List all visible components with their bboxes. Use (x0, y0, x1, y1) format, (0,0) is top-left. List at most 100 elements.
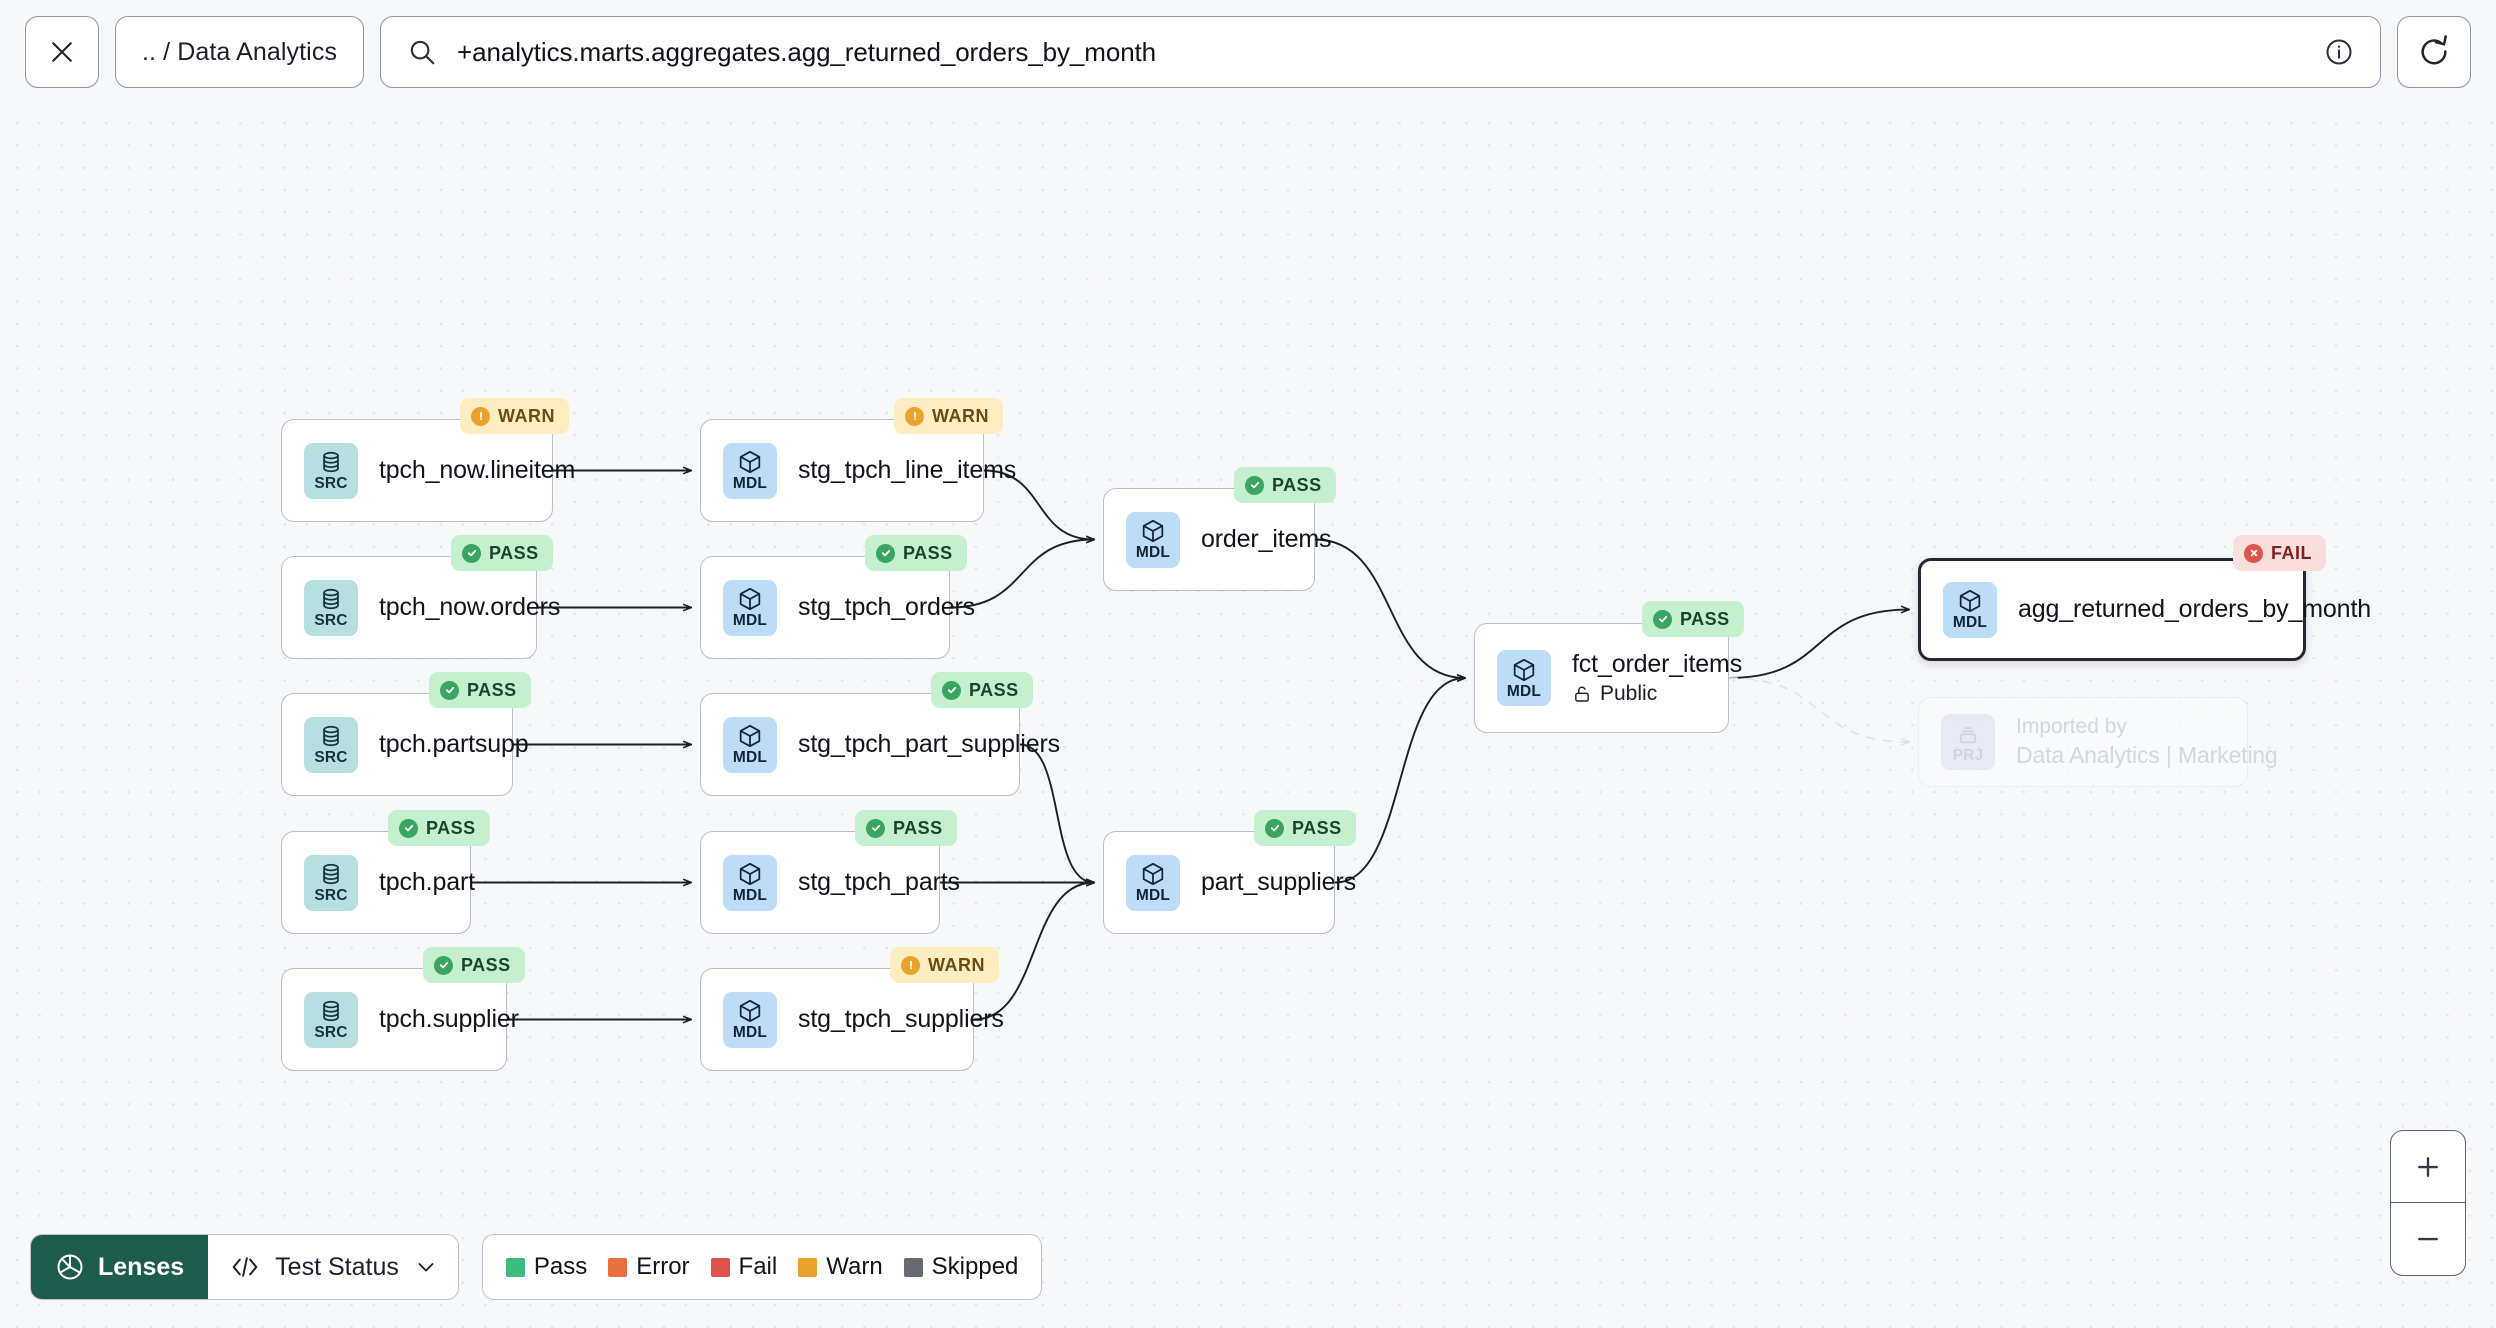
node-title: stg_tpch_suppliers (798, 1005, 1004, 1033)
node-visibility-label: Public (1600, 682, 1658, 705)
legend-item-pass[interactable]: Pass (505, 1253, 587, 1281)
status-badge-tpch_supplier[interactable]: PASS (423, 947, 525, 983)
status-label: WARN (498, 405, 555, 426)
status-label: PASS (969, 679, 1019, 700)
refresh-button[interactable] (2397, 16, 2471, 88)
lens-select-test-status[interactable]: Test Status (208, 1235, 458, 1299)
legend-swatch-fail-icon (710, 1257, 730, 1277)
close-icon (47, 37, 77, 67)
status-badge-tpch_now_orders[interactable]: PASS (451, 535, 553, 571)
status-badge-tpch_partsupp[interactable]: PASS (429, 672, 531, 708)
status-badge-fct_order_items[interactable]: PASS (1642, 601, 1744, 637)
status-badge-order_items[interactable]: PASS (1234, 467, 1336, 503)
node-body: stg_tpch_part_suppliers (798, 730, 1060, 759)
status-badge-tpch_now_lineitem[interactable]: WARN (460, 398, 569, 434)
mdl-type-icon: MDL (723, 442, 777, 499)
mdl-type-icon: MDL (723, 854, 777, 911)
status-label: WARN (928, 954, 985, 975)
node-type-label: MDL (732, 612, 768, 630)
node-body: agg_returned_orders_by_month (2018, 595, 2371, 624)
status-label: PASS (489, 542, 539, 563)
legend-item-error[interactable]: Error (608, 1253, 690, 1281)
mdl-type-icon: MDL (723, 716, 777, 773)
breadcrumb: .. / Data Analytics (142, 37, 338, 66)
status-badge-part_suppliers[interactable]: PASS (1254, 810, 1356, 846)
graph-node-agg_returned_orders_by_month[interactable]: MDL agg_returned_orders_by_month (1918, 558, 2371, 661)
graph-node-order_items[interactable]: MDL order_items (1103, 488, 1332, 591)
status-label: WARN (932, 405, 989, 426)
node-body: tpch.supplier (379, 1005, 519, 1034)
status-badge-stg_tpch_orders[interactable]: PASS (865, 535, 967, 571)
graph-node-tpch_partsupp[interactable]: SRC tpch.partsupp (281, 693, 529, 796)
status-badge-stg_tpch_line_items[interactable]: WARN (894, 398, 1003, 434)
zoom-out-button[interactable] (2391, 1203, 2465, 1275)
node-type-label: MDL (732, 887, 768, 905)
lenses-label: Lenses (98, 1252, 185, 1281)
graph-node-stg_tpch_parts[interactable]: MDL stg_tpch_parts (700, 831, 960, 934)
node-title: tpch.part (379, 868, 475, 896)
search-input[interactable]: +analytics.marts.aggregates.agg_returned… (457, 36, 1157, 67)
status-label: PASS (1272, 474, 1322, 495)
legend-item-warn[interactable]: Warn (798, 1253, 883, 1281)
zoom-in-button[interactable] (2391, 1131, 2465, 1203)
mdl-type-icon: MDL (1126, 854, 1180, 911)
legend-label: Fail (738, 1253, 778, 1280)
node-body: part_suppliers (1201, 868, 1356, 897)
status-label: PASS (1680, 608, 1730, 629)
node-title: Data Analytics | Marketing (2016, 742, 2278, 768)
src-type-icon: SRC (304, 579, 358, 636)
status-label: PASS (426, 817, 476, 838)
status-label: FAIL (2271, 542, 2312, 563)
node-body: order_items (1201, 525, 1332, 554)
status-pass-icon (440, 680, 459, 700)
legend-swatch-error-icon (608, 1257, 628, 1277)
code-icon (230, 1254, 260, 1280)
lenses-button[interactable]: Lenses (31, 1235, 209, 1299)
legend-item-skipped[interactable]: Skipped (903, 1253, 1018, 1281)
node-body: stg_tpch_parts (798, 868, 960, 897)
prj-type-icon: PRJ (1941, 714, 1995, 770)
node-type-label: MDL (1952, 614, 1988, 632)
node-title: tpch.partsupp (379, 730, 529, 758)
status-pass-icon (434, 955, 453, 975)
aperture-icon (55, 1252, 85, 1282)
node-title: stg_tpch_part_suppliers (798, 730, 1060, 758)
close-button[interactable] (25, 16, 99, 88)
legend-swatch-warn-icon (798, 1257, 818, 1277)
node-type-label: MDL (1506, 682, 1542, 700)
src-type-icon: SRC (304, 442, 358, 499)
plus-icon (2413, 1152, 2443, 1182)
mdl-type-icon: MDL (1497, 650, 1551, 706)
status-badge-stg_tpch_part_suppliers[interactable]: PASS (931, 672, 1033, 708)
graph-node-stg_tpch_part_suppliers[interactable]: MDL stg_tpch_part_suppliers (700, 693, 1060, 796)
node-type-label: SRC (314, 749, 348, 767)
node-body: tpch.partsupp (379, 730, 529, 759)
graph-node-part_suppliers[interactable]: MDL part_suppliers (1103, 831, 1356, 934)
graph-node-stg_tpch_suppliers[interactable]: MDL stg_tpch_suppliers (700, 968, 1004, 1071)
node-type-label: MDL (1135, 544, 1171, 562)
status-pass-icon (866, 818, 885, 838)
status-badge-stg_tpch_suppliers[interactable]: WARN (890, 947, 999, 983)
node-visibility: Public (1572, 682, 1728, 706)
graph-node-tpch_supplier[interactable]: SRC tpch.supplier (281, 968, 519, 1071)
src-type-icon: SRC (304, 991, 358, 1048)
status-badge-stg_tpch_parts[interactable]: PASS (855, 810, 957, 846)
status-badge-agg_returned_orders_by_month[interactable]: FAIL (2233, 535, 2326, 571)
breadcrumb-button[interactable]: .. / Data Analytics (115, 16, 365, 88)
legend-label: Error (636, 1253, 690, 1280)
search-bar[interactable]: +analytics.marts.aggregates.agg_returned… (380, 16, 2381, 88)
legend-item-fail[interactable]: Fail (710, 1253, 778, 1281)
status-fail-icon (2244, 543, 2263, 563)
info-icon[interactable] (2324, 37, 2354, 67)
status-badge-tpch_part[interactable]: PASS (388, 810, 490, 846)
node-type-label: MDL (732, 1024, 768, 1042)
legend-swatch-pass-icon (505, 1257, 525, 1277)
